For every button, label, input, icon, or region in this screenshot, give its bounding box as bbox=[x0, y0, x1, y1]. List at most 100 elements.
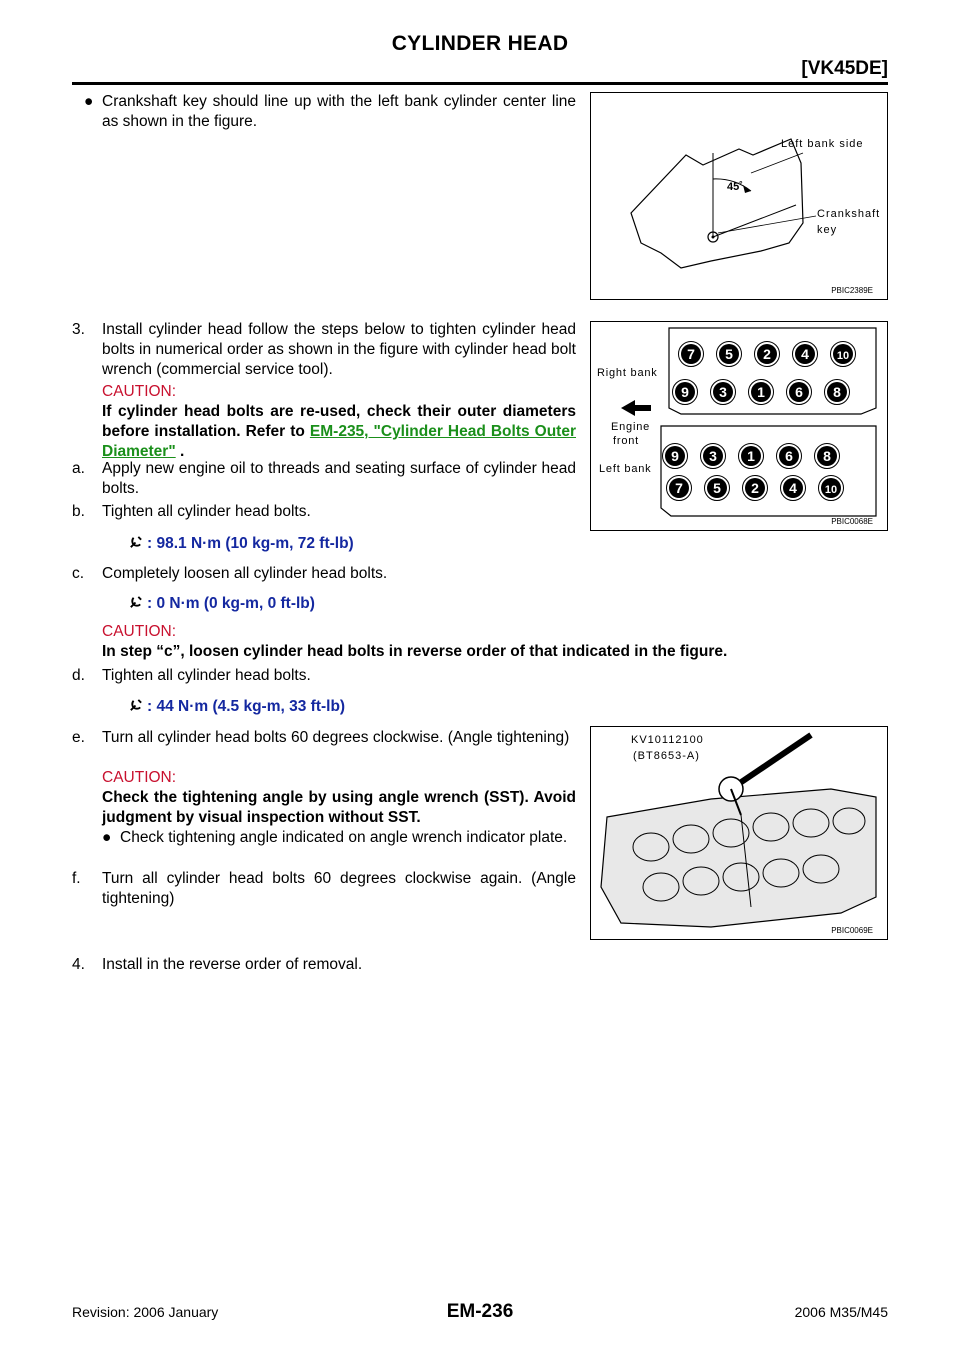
caution-bolts-reuse: If cylinder head bolts are re-used, chec… bbox=[102, 402, 576, 462]
step-f-text: Turn all cylinder head bolts 60 degrees … bbox=[102, 870, 576, 907]
bolt-number: 10 bbox=[837, 350, 849, 362]
bolt-ring bbox=[678, 341, 704, 367]
bolt-number: 9 bbox=[681, 384, 689, 400]
crankshaft-diagram: Left bank side 45˚ Crankshaft key bbox=[630, 138, 880, 269]
bolt-ring bbox=[700, 443, 726, 469]
bolt-ring bbox=[818, 475, 844, 501]
label-engine: Engine bbox=[611, 421, 650, 433]
step-letter: a. bbox=[72, 460, 85, 477]
footer-revision: Revision: 2006 January bbox=[72, 1304, 219, 1320]
step-c: c. Completely loosen all cylinder head b… bbox=[72, 564, 802, 584]
torque-spec-c: : 0 N·m (0 kg-m, 0 ft-lb) bbox=[128, 594, 315, 614]
step-f: f. Turn all cylinder head bolts 60 degre… bbox=[72, 869, 576, 909]
bolt-number: 1 bbox=[747, 448, 755, 464]
step-3-text: Install cylinder head follow the steps b… bbox=[102, 321, 576, 378]
figure-id: PBIC2389E bbox=[831, 286, 873, 295]
label-tool-alt-number: (BT8653-A) bbox=[633, 750, 700, 762]
step-letter: d. bbox=[72, 667, 85, 684]
caution-label: CAUTION: bbox=[102, 623, 177, 640]
figure-angle-wrench: KV10112100 (BT8653-A) PBIC0069E bbox=[590, 726, 888, 940]
step-4: 4. Install in the reverse order of remov… bbox=[72, 955, 576, 975]
bolt-marker bbox=[821, 478, 841, 498]
bolt-marker bbox=[827, 382, 847, 402]
label-angle: 45˚ bbox=[727, 181, 743, 193]
bolt-marker bbox=[757, 344, 777, 364]
torque-spec-d: : 44 N·m (4.5 kg-m, 33 ft-lb) bbox=[128, 697, 345, 717]
label-tool-number: KV10112100 bbox=[631, 734, 704, 746]
torque-wrench-icon bbox=[130, 699, 142, 711]
bolt-marker bbox=[669, 478, 689, 498]
bolt-number: 4 bbox=[789, 480, 797, 496]
footer-vehicle: 2006 M35/M45 bbox=[794, 1304, 888, 1320]
figure-id: PBIC0069E bbox=[831, 926, 873, 935]
bolt-marker bbox=[675, 382, 695, 402]
label-right-bank: Right bank bbox=[597, 367, 658, 379]
step-letter: b. bbox=[72, 503, 85, 520]
crank-bullet: ● Crankshaft key should line up with the… bbox=[84, 92, 576, 132]
caution-text: If cylinder head bolts are re-used, chec… bbox=[102, 403, 576, 440]
caution-end: . bbox=[180, 443, 185, 460]
reference-link[interactable]: EM-235, "Cylinder Head Bolts Outer Diame… bbox=[102, 423, 576, 460]
bolt-number: 8 bbox=[833, 384, 841, 400]
bolt-marker bbox=[833, 344, 853, 364]
step-letter: c. bbox=[72, 565, 85, 582]
bolt-number: 3 bbox=[709, 448, 717, 464]
bolt-ring bbox=[666, 475, 692, 501]
bolt-ring bbox=[672, 379, 698, 405]
bolt-ring bbox=[754, 341, 780, 367]
bolt-ring bbox=[830, 341, 856, 367]
torque-wrench-icon bbox=[130, 596, 142, 608]
label-key: key bbox=[817, 224, 837, 236]
bullet-icon: ● bbox=[84, 93, 94, 110]
bolt-number: 10 bbox=[825, 484, 837, 496]
bolt-ring bbox=[824, 379, 850, 405]
bolt-ring bbox=[710, 379, 736, 405]
bolt-marker bbox=[779, 446, 799, 466]
label-left-bank-side: Left bank side bbox=[781, 138, 864, 150]
bolt-number: 5 bbox=[725, 346, 733, 362]
bolt-ring bbox=[738, 443, 764, 469]
bullet-text: Check tightening angle indicated on angl… bbox=[120, 829, 568, 846]
step-e-text: Turn all cylinder head bolts 60 degrees … bbox=[102, 729, 570, 746]
crank-bullet-text: Crankshaft key should line up with the l… bbox=[102, 93, 576, 130]
bolt-number: 8 bbox=[823, 448, 831, 464]
step-d: d. Tighten all cylinder head bolts. bbox=[72, 666, 576, 686]
bolt-number: 4 bbox=[801, 346, 809, 362]
torque-value: : 44 N·m (4.5 kg-m, 33 ft-lb) bbox=[147, 698, 346, 715]
step-letter: e. bbox=[72, 729, 85, 746]
torque-value: : 0 N·m (0 kg-m, 0 ft-lb) bbox=[147, 595, 315, 612]
caution-angle-wrench: Check the tightening angle by using angl… bbox=[102, 789, 576, 826]
step-a-text: Apply new engine oil to threads and seat… bbox=[102, 460, 576, 497]
step-e: e. Turn all cylinder head bolts 60 degre… bbox=[72, 728, 576, 748]
arrow-left-icon bbox=[621, 400, 651, 416]
bolt-marker bbox=[795, 344, 815, 364]
bolt-number: 2 bbox=[763, 346, 771, 362]
bolt-marker bbox=[703, 446, 723, 466]
bolt-ring bbox=[776, 443, 802, 469]
bolt-marker bbox=[681, 344, 701, 364]
engine-model: [VK45DE] bbox=[801, 58, 888, 79]
bolt-number: 5 bbox=[713, 480, 721, 496]
bolt-marker bbox=[745, 478, 765, 498]
step-3: 3. Install cylinder head follow the step… bbox=[72, 320, 576, 380]
page-title: CYLINDER HEAD bbox=[391, 32, 569, 55]
bolt-number: 1 bbox=[757, 384, 765, 400]
header-rule bbox=[72, 82, 888, 85]
label-left-bank: Left bank bbox=[599, 463, 651, 475]
bolt-ring bbox=[704, 475, 730, 501]
torque-value: : 98.1 N·m (10 kg-m, 72 ft-lb) bbox=[147, 535, 354, 552]
angle-wrench-illustration: KV10112100 (BT8653-A) bbox=[600, 732, 877, 928]
figure-crankshaft-key: Left bank side 45˚ Crankshaft key PBIC23… bbox=[590, 92, 888, 300]
bolt-number: 6 bbox=[795, 384, 803, 400]
step-d-text: Tighten all cylinder head bolts. bbox=[102, 667, 311, 684]
bolt-number: 3 bbox=[719, 384, 727, 400]
torque-spec-b: : 98.1 N·m (10 kg-m, 72 ft-lb) bbox=[128, 534, 354, 554]
label-crankshaft: Crankshaft bbox=[817, 208, 880, 220]
step-4-text: Install in the reverse order of removal. bbox=[102, 956, 363, 973]
bullet-icon: ● bbox=[102, 829, 112, 846]
bolt-number: 6 bbox=[785, 448, 793, 464]
bolt-ring bbox=[748, 379, 774, 405]
bolt-marker bbox=[707, 478, 727, 498]
bolt-marker bbox=[789, 382, 809, 402]
